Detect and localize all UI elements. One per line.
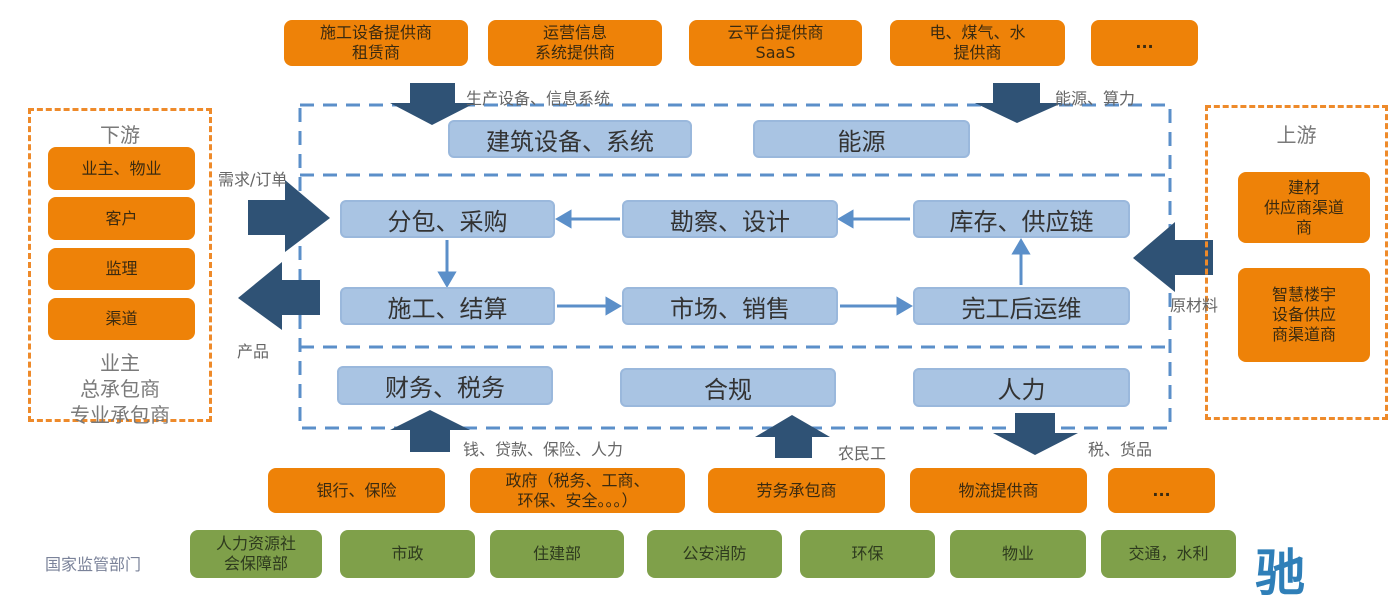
upstream-smart-building: 智慧楼宇 设备供应 商渠道商 [1238,268,1370,362]
regulator-environment: 环保 [800,530,935,578]
arrow-down-tax [993,413,1078,455]
supplier-government: 政府（税务、工商、 环保、安全。。。） [470,468,685,513]
arrow-up-small [1011,238,1031,255]
regulator-transport-water: 交通，水利 [1101,530,1236,578]
supplier-bank-insurance: 银行、保险 [268,468,445,513]
core-survey-design: 勘察、设计 [622,200,838,238]
regulator-municipal: 市政 [340,530,475,578]
arrow-up-finance [390,410,470,452]
core-maintenance: 完工后运维 [913,287,1130,325]
flow-label-product: 产品 [237,342,270,361]
regulator-property: 物业 [950,530,1086,578]
arrow-left-small [837,209,854,229]
downstream-channel: 渠道 [48,298,195,340]
flow-label-finance: 钱、贷款、保险、人力 [463,440,624,459]
core-subcontract-procurement: 分包、采购 [340,200,555,238]
supplier-labor-contractor: 劳务承包商 [708,468,885,513]
supplier-utilities: 电、煤气、水 提供商 [890,20,1065,66]
core-hr: 人力 [913,368,1130,407]
arrow-right-small [605,296,622,316]
supplier-info-system: 运营信息 系统提供商 [488,20,662,66]
core-market-sales: 市场、销售 [622,287,838,325]
supplier-logistics: 物流提供商 [910,468,1087,513]
supplier-more-bottom: ... [1108,468,1215,513]
arrow-down-equipment [390,83,475,125]
downstream-note: 业主 总承包商 专业承包商 [70,351,170,427]
flow-label-materials: 原材料 [1170,296,1219,315]
arrow-left-product [238,262,320,330]
watermark-logo: 驰 [1255,544,1305,602]
downstream-supervision: 监理 [48,248,195,290]
flow-label-demand: 需求/订单 [218,170,288,189]
regulators-label: 国家监管部门 [45,555,142,574]
supplier-equipment: 施工设备提供商 租赁商 [284,20,468,66]
core-compliance: 合规 [620,368,836,407]
arrow-left-materials [1133,222,1213,292]
upstream-frame [1205,105,1388,420]
flow-label-energy: 能源、算力 [1055,89,1136,108]
arrow-down-energy [975,83,1062,123]
arrow-right-small [896,296,913,316]
regulator-fire: 公安消防 [647,530,782,578]
regulator-housing: 住建部 [490,530,624,578]
flow-label-equipment: 生产设备、信息系统 [466,89,611,108]
core-finance-tax: 财务、税务 [337,366,553,405]
arrow-left-small [555,209,572,229]
downstream-title: 下游 [100,123,140,147]
arrow-up-labor [755,415,830,458]
downstream-customer: 客户 [48,197,195,240]
regulator-hr-social-security: 人力资源社 会保障部 [190,530,322,578]
supplier-more: ... [1091,20,1198,66]
core-inventory-supply-chain: 库存、供应链 [913,200,1130,238]
upstream-title: 上游 [1276,123,1317,147]
flow-label-tax: 税、货品 [1088,440,1153,459]
flow-label-labor: 农民工 [838,444,887,463]
core-construction-settlement: 施工、结算 [340,287,555,325]
upstream-materials: 建材 供应商渠道 商 [1238,172,1370,243]
arrow-down-small [437,271,457,288]
arrow-right-demand [248,180,330,252]
downstream-frame [28,108,212,422]
downstream-owner: 业主、物业 [48,147,195,190]
supplier-cloud: 云平台提供商 SaaS [689,20,862,66]
core-building-equipment: 建筑设备、系统 [448,120,692,158]
core-energy: 能源 [753,120,970,158]
